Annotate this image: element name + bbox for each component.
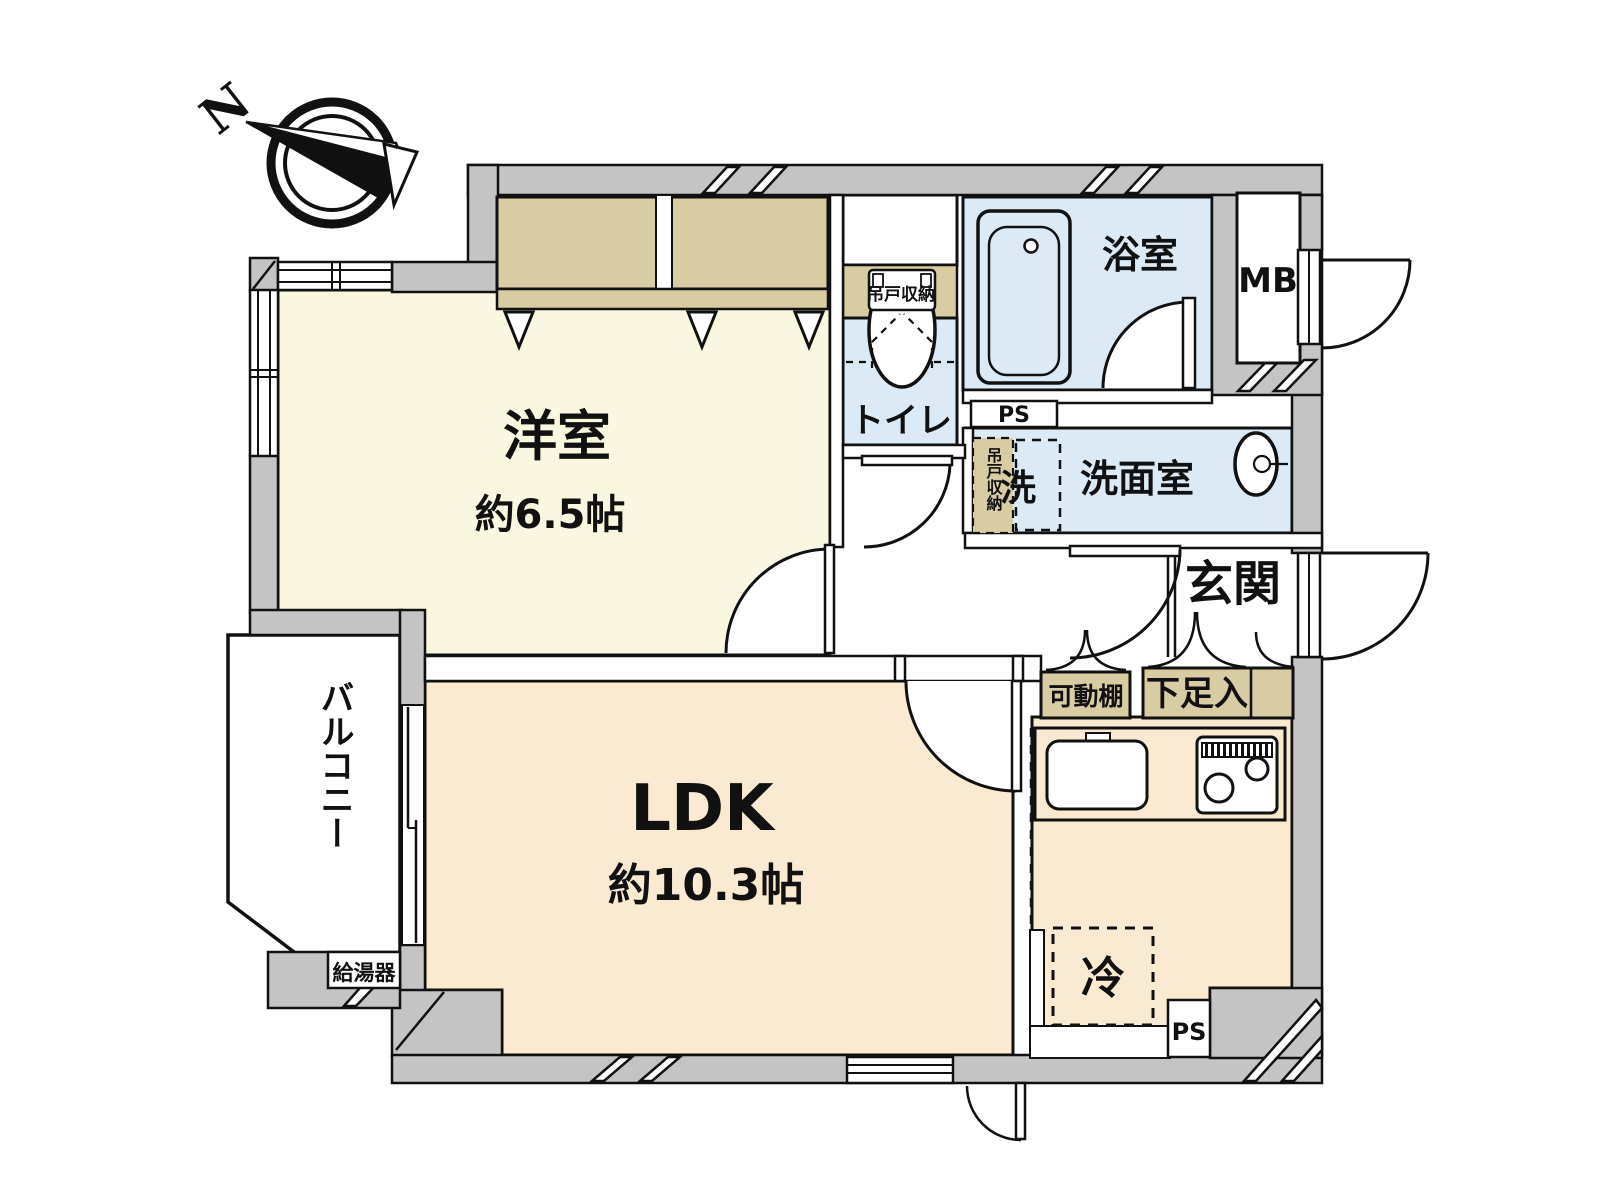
stove-icon xyxy=(1195,735,1279,815)
label-western-room: 洋室 xyxy=(503,405,611,468)
door-washroom xyxy=(1068,544,1182,660)
door-shoe-cabinet xyxy=(1147,611,1295,669)
refrigerator-box xyxy=(1051,926,1155,1027)
label-washing-machine: 洗 xyxy=(1000,468,1036,509)
meter-box xyxy=(1235,191,1302,365)
label-refrigerator: 冷 xyxy=(1081,953,1125,1004)
wash-basin-icon xyxy=(1233,431,1288,497)
kitchen-notch xyxy=(1029,929,1171,1059)
label-ldk-size: 約10.3帖 xyxy=(608,860,805,911)
label-hanging-cabinet-wash: 吊戸収納 xyxy=(984,447,1003,512)
sliding-door-balcony xyxy=(401,704,425,946)
washing-machine-box xyxy=(1014,438,1062,532)
pipe-space-upper-box xyxy=(969,399,1059,429)
pipe-space-lower-box xyxy=(1166,998,1212,1059)
hanging-cabinet-wash-box xyxy=(971,436,1015,535)
label-meter-box: MB xyxy=(1238,261,1298,301)
water-heater-box xyxy=(326,950,402,990)
door-movable-shelf xyxy=(1045,629,1127,672)
label-hanging-cabinet-toilet: 吊戸収納 xyxy=(867,284,935,305)
compass-north-label: N xyxy=(189,71,261,146)
window-ldk-bottom xyxy=(845,1055,955,1085)
label-ldk: LDK xyxy=(630,772,776,846)
toilet-icon xyxy=(846,268,956,389)
label-entrance: 玄関 xyxy=(1185,556,1281,612)
sink-icon xyxy=(1045,739,1149,811)
label-shoe-cabinet: 下足入 xyxy=(1146,674,1248,714)
door-entrance xyxy=(1296,551,1430,661)
door-meter-box xyxy=(1296,248,1412,350)
compass-icon: N xyxy=(189,71,420,229)
labels: 洋室 約6.5帖 LDK 約10.3帖 バルコニー 給湯器 トイレ 吊戸収納 浴… xyxy=(314,233,1298,1046)
label-toilet: トイレ xyxy=(850,401,952,441)
door-ldk-exterior xyxy=(965,1081,1027,1142)
closet xyxy=(495,194,830,352)
label-western-room-size: 約6.5帖 xyxy=(475,492,626,538)
door-ldk xyxy=(904,679,1023,793)
window-top-left xyxy=(276,260,394,292)
door-bathroom xyxy=(1101,296,1197,390)
door-toilet xyxy=(860,454,954,549)
label-movable-shelf: 可動棚 xyxy=(1048,682,1123,711)
label-balcony: バルコニー xyxy=(314,680,354,850)
label-pipe-space-lower: PS xyxy=(1172,1018,1207,1046)
label-washroom: 洗面室 xyxy=(1080,457,1194,501)
window-left-wall xyxy=(248,288,280,458)
label-water-heater: 給湯器 xyxy=(333,961,397,985)
label-pipe-space-upper: PS xyxy=(998,403,1030,428)
shoe-cabinet-box xyxy=(1141,666,1295,720)
door-western-room xyxy=(724,543,836,655)
bathtub-icon xyxy=(976,209,1072,385)
windows xyxy=(248,260,955,1085)
label-bathroom: 浴室 xyxy=(1102,233,1178,277)
doors xyxy=(724,248,1430,1142)
movable-shelf-box xyxy=(1039,670,1132,720)
wall-hatches xyxy=(252,165,1324,1083)
